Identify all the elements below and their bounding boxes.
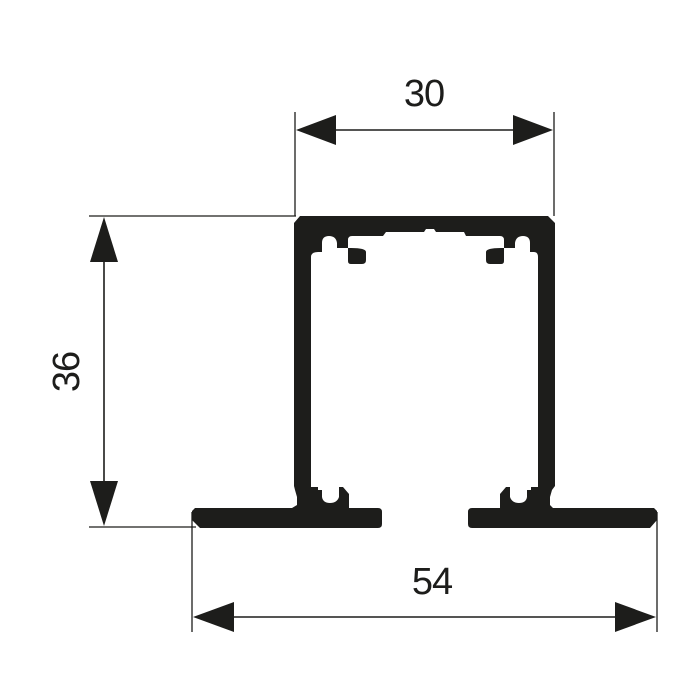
profile-body [192, 216, 657, 528]
arrowhead-right-icon [513, 115, 553, 145]
arrowhead-left-icon [296, 115, 336, 145]
dimension-top-width: 30 [294, 73, 555, 216]
track-profile-section [192, 216, 657, 528]
arrowhead-up-icon [90, 217, 118, 262]
dimension-height: 36 [46, 215, 296, 528]
dimension-label-top-width: 30 [404, 73, 444, 115]
arrowhead-left-icon [193, 602, 234, 632]
arrowhead-right-icon [615, 602, 656, 632]
dimension-label-base-width: 54 [412, 561, 453, 603]
dimension-label-height: 36 [46, 352, 88, 392]
dimension-base-width: 54 [191, 512, 658, 632]
arrowhead-down-icon [90, 481, 118, 526]
